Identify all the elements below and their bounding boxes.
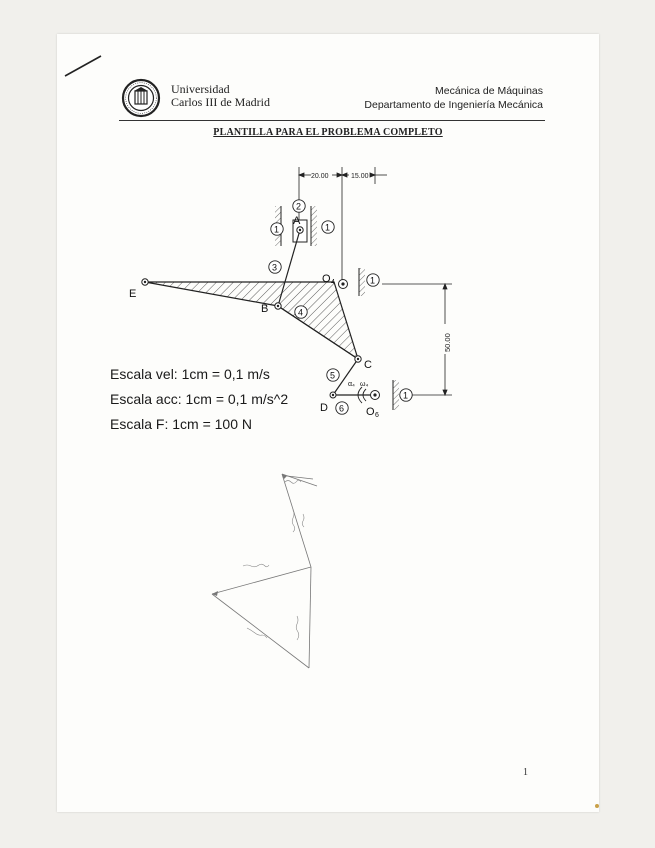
label-point-o6: O xyxy=(366,406,375,418)
acceleration-scale: Escala acc: 1cm = 0,1 m/s^2 xyxy=(110,391,289,407)
page-title: PLANTILLA PARA EL PROBLEMA COMPLETO xyxy=(213,127,443,138)
dimension-20-label: 20.00 xyxy=(311,173,329,180)
dimension-15-label: 15.00 xyxy=(351,173,369,180)
scale-notes: Escala vel: 1cm = 0,1 m/s Escala acc: 1c… xyxy=(110,362,288,437)
label-point-d: D xyxy=(320,402,328,414)
university-name: Universidad Carlos III de Madrid xyxy=(171,83,270,109)
link-number-1-o4: 1 xyxy=(370,276,375,286)
vertical-dimension xyxy=(382,282,452,397)
ground-o4 xyxy=(358,268,365,296)
subscript-o6: 6 xyxy=(375,412,379,419)
department-name: Departamento de Ingeniería Mecánica xyxy=(364,99,543,111)
link-number-2: 2 xyxy=(296,202,301,212)
university-line-2: Carlos III de Madrid xyxy=(171,95,270,109)
ground-o6 xyxy=(357,380,399,410)
university-line-1: Universidad xyxy=(171,82,230,96)
label-point-b: B xyxy=(261,303,268,315)
link-number-3: 3 xyxy=(272,263,277,273)
pen-stroke-mark xyxy=(64,55,102,77)
pencil-scribbles xyxy=(242,479,305,641)
subscript-o4: 4 xyxy=(331,279,335,286)
label-point-a: A xyxy=(293,215,301,227)
label-point-e: E xyxy=(129,288,136,300)
department-block: Mecánica de Máquinas Departamento de Ing… xyxy=(364,84,543,112)
page-number: 1 xyxy=(523,767,528,778)
link-number-4: 4 xyxy=(298,308,303,318)
link-number-markers: 2 1 1 3 4 1 5 6 1 xyxy=(268,199,413,415)
link-number-1-o6: 1 xyxy=(403,391,408,401)
label-point-o4: O xyxy=(322,273,331,285)
link-number-1-left: 1 xyxy=(274,225,279,235)
alpha-label: α₄ xyxy=(348,381,355,388)
course-name: Mecánica de Máquinas xyxy=(435,85,543,97)
header-divider xyxy=(119,120,545,121)
mechanism-diagram: 20.00 15.00 50.00 xyxy=(129,167,452,419)
link-number-5: 5 xyxy=(330,371,335,381)
link-5 xyxy=(332,358,359,396)
force-scale: Escala F: 1cm = 100 N xyxy=(110,416,253,432)
dimension-50-label: 50.00 xyxy=(443,333,452,352)
top-dimension xyxy=(297,167,387,284)
omega-label: ω₄ xyxy=(360,381,368,388)
hand-drawn-vector-polygon xyxy=(211,473,318,669)
document-page: Universidad Carlos III de Madrid Mecánic… xyxy=(57,34,599,812)
corner-mark xyxy=(595,804,599,808)
link-number-1-right: 1 xyxy=(325,223,330,233)
velocity-scale: Escala vel: 1cm = 0,1 m/s xyxy=(110,366,270,382)
link-3 xyxy=(277,229,301,307)
link-number-6: 6 xyxy=(339,404,344,414)
university-seal-icon xyxy=(121,78,161,118)
label-point-c: C xyxy=(364,359,372,371)
